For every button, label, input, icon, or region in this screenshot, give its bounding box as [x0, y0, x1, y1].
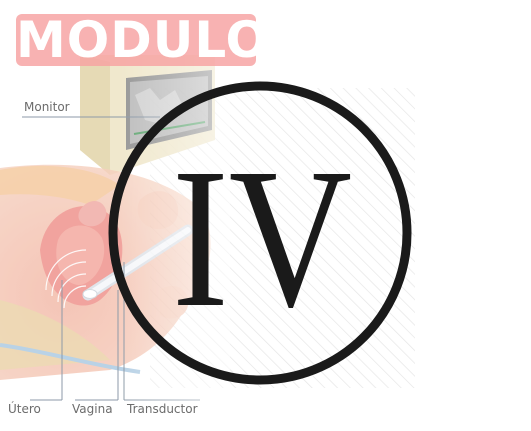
numeral-circle	[108, 81, 412, 385]
utero-label: Útero	[8, 402, 41, 416]
module-title: MODULO	[16, 11, 269, 69]
transductor-label: Transductor	[127, 402, 198, 416]
roman-numeral: IV	[172, 128, 352, 349]
vagina-label: Vagina	[72, 402, 113, 416]
title-badge	[16, 14, 256, 66]
monitor-label: Monitor	[24, 100, 70, 114]
